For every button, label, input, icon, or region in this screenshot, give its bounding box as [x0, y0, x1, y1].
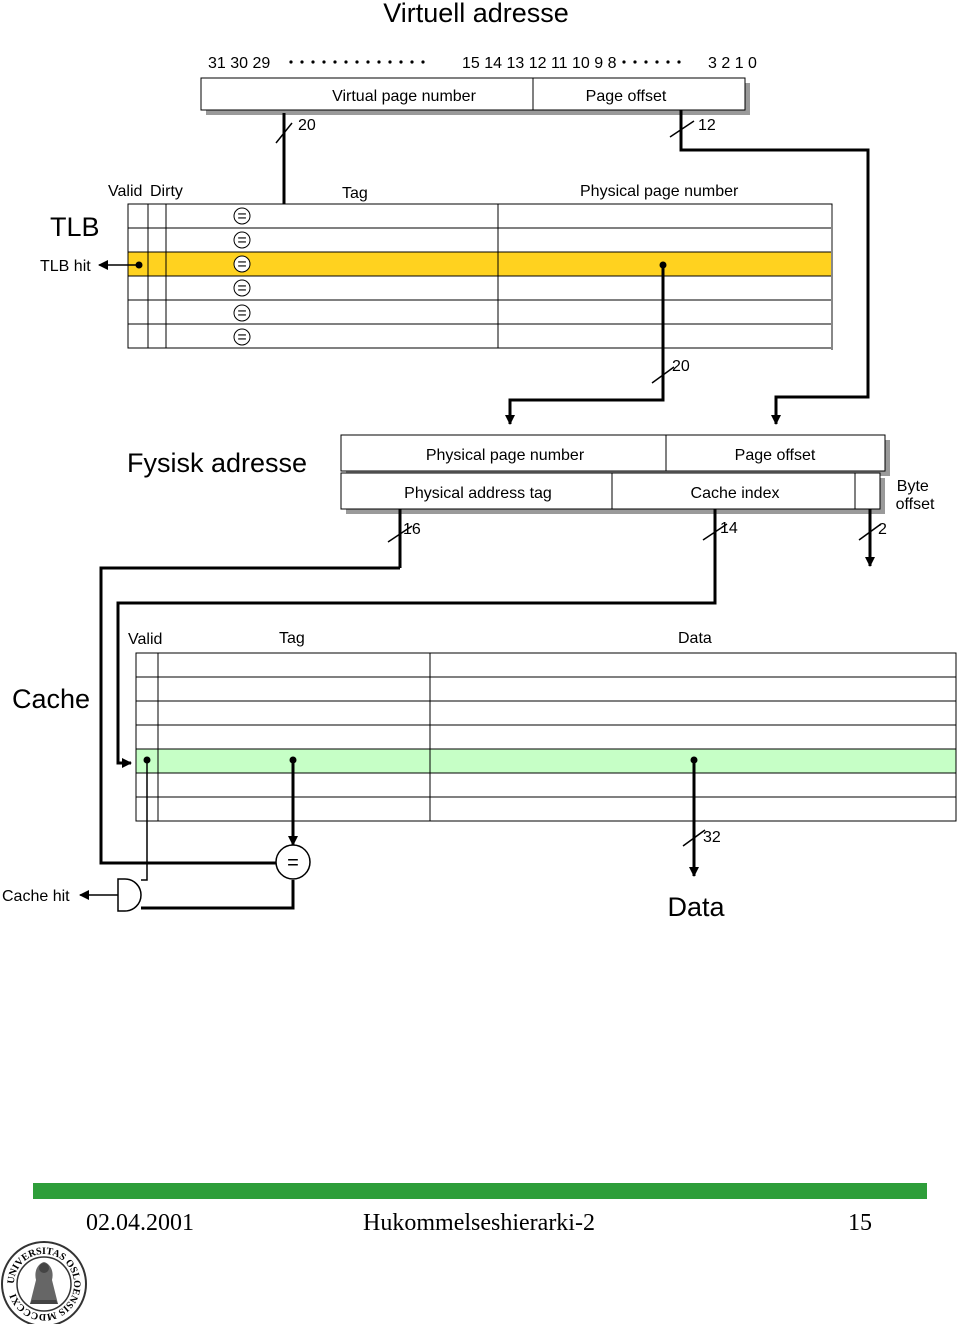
cache-header-valid: Valid	[128, 631, 162, 648]
tlb-header-valid: Valid	[108, 183, 142, 200]
page-offset-label: Page offset	[586, 88, 667, 105]
vpn-width-label: 20	[298, 117, 316, 134]
page-offset-wire	[669, 110, 870, 425]
svg-text:=: =	[237, 305, 246, 322]
bit-numbers-high: 31 30 29	[208, 55, 270, 72]
cache-hit-row	[135, 748, 957, 774]
ppn-dot	[659, 261, 667, 269]
tag-width-label: 16	[403, 521, 421, 538]
cache-data-dot	[690, 756, 698, 764]
offset-width-label: 12	[698, 117, 716, 134]
virtual-address-title: Virtuell adresse	[383, 0, 569, 28]
physical-ppn-label: Physical page number	[426, 447, 585, 464]
bit-dots-left	[289, 60, 425, 64]
byte-width-label: 2	[878, 521, 887, 538]
university-seal-icon: UNIVERSITAS OSLOENSIS MDCCCXI	[1, 1241, 87, 1324]
data-output-label: Data	[667, 892, 725, 922]
svg-text:=: =	[237, 208, 246, 225]
tlb-label: TLB	[50, 212, 100, 242]
cache-valid-dot	[143, 756, 151, 764]
data-width-label: 32	[703, 829, 721, 846]
cache-tag-wire	[141, 760, 298, 910]
svg-text:=: =	[237, 232, 246, 249]
physical-tag-label: Physical address tag	[404, 485, 552, 502]
cache-comparator	[275, 844, 311, 880]
footer-bar	[33, 1183, 927, 1199]
tlb-hit-label: TLB hit	[40, 258, 91, 275]
svg-text:=: =	[237, 256, 246, 273]
cache-tag-dot	[289, 756, 297, 764]
tlb-comparator-symbols: = = = = = =	[237, 208, 246, 346]
footer-date: 02.04.2001	[86, 1210, 194, 1236]
tlb-header-dirty: Dirty	[150, 183, 183, 200]
index-width-label: 14	[720, 520, 738, 537]
tlb-table	[127, 203, 833, 350]
bit-dots-right	[622, 60, 681, 64]
bit-numbers-low: 3 2 1 0	[708, 55, 757, 72]
and-gate	[117, 878, 142, 912]
cache-table	[135, 652, 957, 822]
physical-address-label: Fysisk adresse	[127, 448, 307, 478]
footer-page-number: 15	[848, 1210, 872, 1236]
svg-text:=: =	[237, 329, 246, 346]
cache-label: Cache	[12, 684, 90, 714]
ppn-width-label: 20	[672, 358, 690, 375]
physical-offset-label: Page offset	[735, 447, 816, 464]
cache-hit-label: Cache hit	[2, 888, 70, 905]
cache-comparator-symbol: =	[287, 852, 299, 874]
physical-bus-marks	[387, 509, 882, 568]
cache-header-data: Data	[678, 630, 712, 647]
cache-valid-wire	[141, 760, 148, 881]
bit-numbers-mid: 15 14 13 12 11 10 9 8	[462, 55, 617, 72]
tlb-header-tag: Tag	[342, 185, 368, 202]
cache-data-wire	[682, 760, 706, 877]
cache-index-label: Cache index	[691, 485, 780, 502]
footer-title: Hukommelseshierarki-2	[363, 1210, 595, 1236]
byte-offset-label: Byte offset	[896, 478, 935, 513]
tlb-comparators	[233, 207, 251, 346]
virtual-address-box	[200, 77, 750, 115]
tlb-hit-dot	[135, 261, 143, 269]
physical-address-box	[340, 434, 890, 514]
svg-text:=: =	[237, 280, 246, 297]
cache-header-tag: Tag	[279, 630, 305, 647]
ppn-wire	[505, 265, 675, 425]
virtual-page-number-label: Virtual page number	[332, 88, 476, 105]
tlb-header-ppn: Physical page number	[580, 183, 739, 200]
cache-wires	[99, 566, 717, 865]
